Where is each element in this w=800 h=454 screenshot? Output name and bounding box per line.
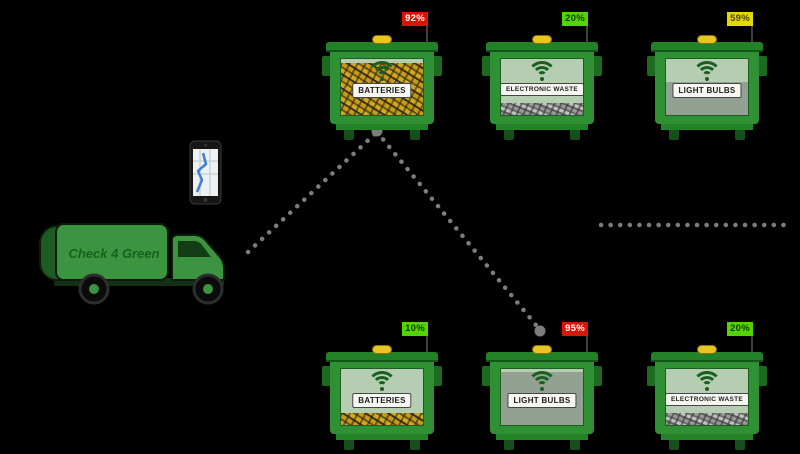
bin-flange-left xyxy=(482,56,491,76)
truck-window xyxy=(178,241,211,257)
waste-bin-ewaste-top: 20% ELECTRONIC WASTE xyxy=(482,12,602,144)
bin-front-panel: LIGHT BULBS xyxy=(665,58,749,116)
smartphone xyxy=(189,140,222,205)
bin-label: LIGHT BULBS xyxy=(507,393,577,408)
antenna-icon xyxy=(586,14,588,46)
bin-foot-left xyxy=(504,440,514,450)
bin-front-panel: ELECTRONIC WASTE xyxy=(500,58,584,116)
bin-base xyxy=(661,434,753,440)
waste-bin-batteries-bottom: 10% BATTERIES xyxy=(322,322,442,454)
sensor-icon xyxy=(697,345,717,354)
bin-content xyxy=(501,102,583,115)
phone-home-button xyxy=(203,198,208,202)
bin-lid xyxy=(486,42,598,52)
truck-brand-text: Check 4 Green xyxy=(68,246,159,261)
antenna-icon xyxy=(586,324,588,356)
bin-flange-left xyxy=(482,366,491,386)
wifi-icon xyxy=(365,371,399,393)
wifi-icon xyxy=(690,61,724,83)
fill-level-badge: 95% xyxy=(562,322,588,336)
bin-label: LIGHT BULBS xyxy=(672,83,742,98)
bin-flange-left xyxy=(647,56,656,76)
bin-front-panel: BATTERIES xyxy=(340,58,424,116)
antenna-icon xyxy=(751,14,753,46)
antenna-icon xyxy=(426,14,428,46)
wifi-icon xyxy=(525,371,559,393)
bin-foot-left xyxy=(504,130,514,140)
garbage-truck: Check 4 Green xyxy=(39,223,225,305)
truck-rear-hub xyxy=(89,284,99,294)
sensor-icon xyxy=(372,345,392,354)
bin-flange-right xyxy=(433,56,442,76)
bin-front-panel: BATTERIES xyxy=(340,368,424,426)
waste-bin-ewaste-bottom: 20% ELECTRONIC WASTE xyxy=(647,322,767,454)
bin-base xyxy=(496,434,588,440)
bin-content xyxy=(341,412,423,425)
bin-flange-left xyxy=(647,366,656,386)
sensor-icon xyxy=(532,345,552,354)
antenna-icon xyxy=(751,324,753,356)
bin-foot-right xyxy=(570,130,580,140)
bin-flange-left xyxy=(322,56,331,76)
bin-flange-left xyxy=(322,366,331,386)
phone-screen xyxy=(193,149,218,196)
bin-foot-left xyxy=(669,440,679,450)
bin-front-panel: ELECTRONIC WASTE xyxy=(665,368,749,426)
waste-bin-bulbs-bottom: 95% LIGHT BULBS xyxy=(482,322,602,454)
wifi-icon xyxy=(365,61,399,83)
bin-lid xyxy=(326,352,438,362)
bin-lid xyxy=(651,42,763,52)
route-segment-bin1-to-bin5 xyxy=(374,129,543,333)
bin-base xyxy=(336,124,428,130)
bin-front-panel: LIGHT BULBS xyxy=(500,368,584,426)
bin-lid xyxy=(326,42,438,52)
bin-foot-right xyxy=(735,440,745,450)
bin-foot-left xyxy=(344,130,354,140)
bin-foot-left xyxy=(344,440,354,450)
fill-level-badge: 20% xyxy=(727,322,753,336)
fill-level-badge: 10% xyxy=(402,322,428,336)
bin-flange-right xyxy=(593,366,602,386)
bin-foot-right xyxy=(570,440,580,450)
antenna-icon xyxy=(426,324,428,356)
wifi-icon xyxy=(525,61,559,83)
map-route-line xyxy=(195,152,208,193)
bin-flange-right xyxy=(758,366,767,386)
truck-chassis xyxy=(54,278,224,286)
bin-base xyxy=(336,434,428,440)
bin-lid xyxy=(651,352,763,362)
bin-foot-right xyxy=(410,130,420,140)
bin-foot-left xyxy=(669,130,679,140)
bin-content xyxy=(666,412,748,425)
waste-bin-bulbs-top: 59% LIGHT BULBS xyxy=(647,12,767,144)
bin-base xyxy=(496,124,588,130)
bin-flange-right xyxy=(593,56,602,76)
truck-front-hub xyxy=(203,284,213,294)
bin-foot-right xyxy=(735,130,745,140)
wifi-icon xyxy=(690,371,724,393)
bin-label: ELECTRONIC WASTE xyxy=(501,83,583,96)
truck-container xyxy=(55,223,169,281)
bin-base xyxy=(661,124,753,130)
bin-lid xyxy=(486,352,598,362)
phone-speaker xyxy=(204,143,207,147)
bin-label: ELECTRONIC WASTE xyxy=(666,393,748,406)
bin-label: BATTERIES xyxy=(352,393,412,408)
fill-level-badge: 59% xyxy=(727,12,753,26)
fill-level-badge: 20% xyxy=(562,12,588,26)
bin-foot-right xyxy=(410,440,420,450)
sensor-icon xyxy=(532,35,552,44)
bin-flange-right xyxy=(433,366,442,386)
waste-bin-batteries-top: 92% BATTERIES xyxy=(322,12,442,144)
bin-label: BATTERIES xyxy=(352,83,412,98)
fill-level-badge: 92% xyxy=(402,12,428,26)
sensor-icon xyxy=(697,35,717,44)
bin-flange-right xyxy=(758,56,767,76)
sensor-icon xyxy=(372,35,392,44)
route-segment-truck-to-bin1 xyxy=(245,129,380,255)
